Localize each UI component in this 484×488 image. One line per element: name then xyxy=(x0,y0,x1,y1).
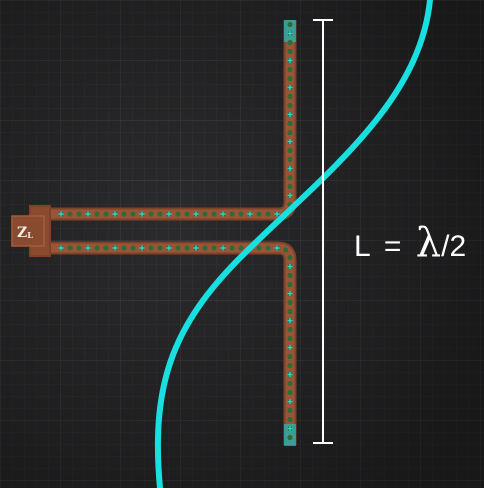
negative-charge-dot xyxy=(121,211,127,217)
negative-charge-dot xyxy=(202,211,208,217)
negative-charge-dot xyxy=(287,183,293,190)
plus-charge-icon xyxy=(220,245,226,251)
plus-charge-icon xyxy=(193,211,199,217)
negative-charge-dot xyxy=(175,245,181,251)
plus-charge-icon xyxy=(287,291,293,297)
plus-charge-icon xyxy=(274,245,280,251)
plus-charge-icon xyxy=(85,211,91,217)
negative-charge-dot xyxy=(202,245,208,251)
plus-charge-icon xyxy=(58,245,64,251)
negative-charge-dot xyxy=(287,389,293,396)
negative-charge-dot xyxy=(287,326,293,333)
negative-charge-dot xyxy=(287,120,293,127)
negative-charge-dot xyxy=(121,245,127,251)
negative-charge-dot xyxy=(287,299,293,306)
negative-charge-dot xyxy=(148,245,154,251)
negative-charge-dot xyxy=(94,245,100,251)
negative-charge-dot xyxy=(211,211,217,217)
negative-charge-dot xyxy=(76,245,82,251)
plus-charge-icon xyxy=(287,30,293,36)
negative-charge-dot xyxy=(211,245,217,251)
negative-charge-dot xyxy=(287,353,293,360)
load-label: ZL xyxy=(17,225,33,241)
negative-charge-dot xyxy=(184,211,190,217)
negative-charge-dot xyxy=(67,211,73,217)
plus-charge-icon xyxy=(58,211,64,217)
plus-charge-icon xyxy=(139,211,145,217)
negative-charge-dot xyxy=(265,245,271,251)
load-box: ZL xyxy=(11,205,51,257)
negative-charge-dot xyxy=(103,245,109,251)
negative-charge-dot xyxy=(175,211,181,217)
negative-charge-dot xyxy=(265,211,271,217)
negative-charge-dot xyxy=(238,245,244,251)
negative-charge-dot xyxy=(287,281,293,288)
negative-charge-dot xyxy=(287,156,293,163)
plus-charge-icon xyxy=(287,192,293,198)
negative-charge-dot xyxy=(287,75,293,82)
negative-charge-dot xyxy=(229,245,235,251)
negative-charge-dot xyxy=(229,211,235,217)
plus-charge-icon xyxy=(287,426,293,432)
negative-charge-dot xyxy=(157,245,163,251)
negative-charge-dot xyxy=(287,21,293,28)
plus-charge-icon xyxy=(287,111,293,117)
plus-charge-icon xyxy=(287,138,293,144)
negative-charge-dot xyxy=(287,308,293,315)
negative-charge-dot xyxy=(287,66,293,73)
negative-charge-dot xyxy=(130,211,136,217)
plus-charge-icon xyxy=(287,57,293,63)
plus-charge-icon xyxy=(287,264,293,270)
plus-charge-icon xyxy=(274,211,280,217)
plus-charge-icon xyxy=(166,245,172,251)
negative-charge-dot xyxy=(287,129,293,136)
negative-charge-dot xyxy=(287,39,293,46)
negative-charge-dot xyxy=(238,211,244,217)
negative-charge-dot xyxy=(287,147,293,154)
length-measure xyxy=(313,19,333,444)
negative-charge-dot xyxy=(184,245,190,251)
plus-charge-icon xyxy=(287,372,293,378)
plus-charge-icon xyxy=(112,211,118,217)
negative-charge-dot xyxy=(256,245,262,251)
plus-charge-icon xyxy=(85,245,91,251)
plus-charge-icon xyxy=(193,245,199,251)
negative-charge-dot xyxy=(76,211,82,217)
length-label: L = λ/2 xyxy=(354,220,466,266)
negative-charge-dot xyxy=(67,245,73,251)
negative-charge-dot xyxy=(287,48,293,55)
negative-charge-dot xyxy=(287,380,293,387)
negative-charge-dot xyxy=(287,93,293,100)
plus-charge-icon xyxy=(247,211,253,217)
plus-charge-icon xyxy=(287,399,293,405)
negative-charge-dot xyxy=(287,174,293,181)
negative-charge-dot xyxy=(283,247,289,253)
negative-charge-dot xyxy=(287,416,293,423)
plus-charge-icon xyxy=(139,245,145,251)
negative-charge-dot xyxy=(287,407,293,414)
plus-charge-icon xyxy=(166,211,172,217)
plus-charge-icon xyxy=(220,211,226,217)
negative-charge-dot xyxy=(256,211,262,217)
negative-charge-dot xyxy=(287,362,293,369)
negative-charge-dot xyxy=(103,211,109,217)
plus-charge-icon xyxy=(287,84,293,90)
standing-wave-curve xyxy=(154,0,433,488)
plus-charge-icon xyxy=(112,245,118,251)
negative-charge-dot xyxy=(157,211,163,217)
negative-charge-dot xyxy=(287,254,293,261)
negative-charge-dot xyxy=(130,245,136,251)
negative-charge-dot xyxy=(287,335,293,342)
plus-charge-icon xyxy=(287,345,293,351)
negative-charge-dot xyxy=(148,211,154,217)
negative-charge-dot xyxy=(94,211,100,217)
plus-charge-icon xyxy=(287,165,293,171)
plus-charge-icon xyxy=(287,318,293,324)
negative-charge-dot xyxy=(287,102,293,109)
negative-charge-dot xyxy=(287,272,293,279)
negative-charge-dot xyxy=(287,434,293,441)
